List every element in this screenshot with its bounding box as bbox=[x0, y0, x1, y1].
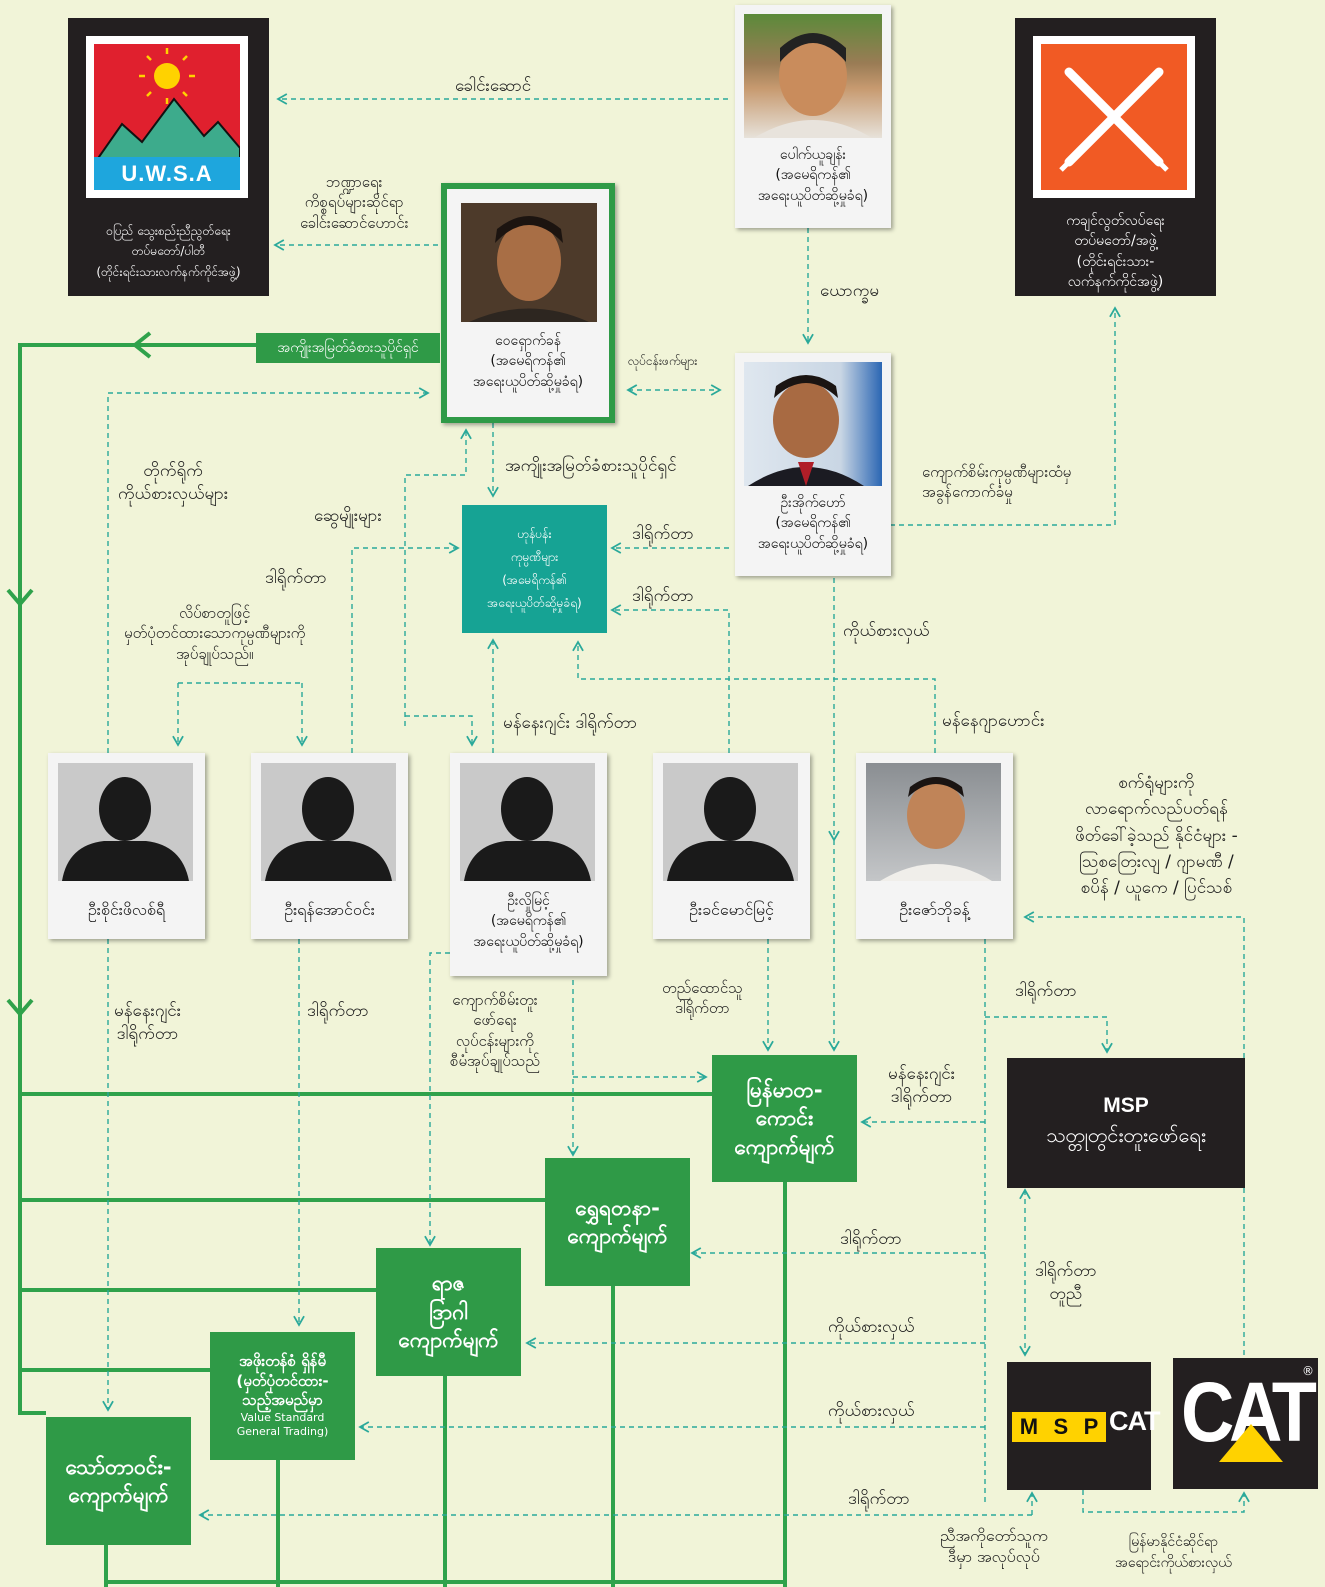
silhouette-icon bbox=[663, 763, 798, 881]
relation-label: ယောက္ခမ bbox=[820, 281, 880, 301]
sanction-note: အရေးယူပိတ်ဆို့မှုခံရ) bbox=[757, 535, 869, 552]
relation-label: ဒါရိုက်တာ bbox=[1015, 981, 1077, 1001]
company-ruby-dragon: ရာဇ ဒြာဂါ ကျောက်မျက် bbox=[376, 1248, 521, 1376]
relation-label: လိပ်စာတူဖြင့် မှတ်ပုံတင်ထားသောကုမ္ပဏီမျာ… bbox=[124, 604, 306, 663]
relation-label: ဒါရိုက်တာ bbox=[265, 568, 327, 588]
relation-label: ဒါရိုက်တာ တူညီ bbox=[1035, 1261, 1097, 1304]
person-name: ပေါက်ယူချန်း bbox=[779, 147, 847, 163]
kia-logo bbox=[1033, 36, 1195, 198]
relation-label: ကိုယ်စားလှယ် bbox=[828, 1317, 915, 1337]
kia-box: ကချင်လွတ်လပ်ရေး တပ်မတော်/အဖွဲ့ (တိုင်းရင… bbox=[1015, 18, 1216, 296]
relation-label: ဒါရိုက်တာ bbox=[632, 524, 694, 544]
uwsa-box: U.W.S.A ဝပြည် သွေးစည်းညီညွတ်ရေး တပ်မတော်… bbox=[68, 18, 269, 296]
uwsa-caption: ဝပြည် သွေးစည်းညီညွတ်ရေး တပ်မတော်/ပါတီ (တ… bbox=[96, 224, 241, 279]
person-name: ဦးစိုင်းဖိလစ်ရီ bbox=[87, 900, 166, 919]
relation-label: ဒါရိုက်တာ bbox=[848, 1489, 910, 1509]
sanction-note: အရေးယူပိတ်ဆို့မှုခံရ) bbox=[473, 933, 584, 950]
person-card-u-zaw-thu-hein: ဦးဇော်ဘိုခန့် bbox=[856, 753, 1013, 939]
crossed-swords-icon bbox=[1059, 67, 1169, 172]
sanction-note: (အမေရိကန်၏ bbox=[490, 353, 566, 370]
relation-label: ခေါင်းဆောင် bbox=[455, 76, 532, 96]
person-card-bao-you-xiang: ပေါက်ယူချန်း (အမေရိကန်၏ အရေးယူပိတ်ဆို့မှ… bbox=[735, 5, 891, 228]
relation-label: ကျောက်စိမ်းတူး ဖော်ရေး လုပ်ငန်းများကို စ… bbox=[450, 991, 540, 1070]
person-card-u-yan-aung-win: ဦးရန်အောင်ဝင်း bbox=[251, 753, 408, 939]
person-name: ဦးအိုက်ဟော် bbox=[780, 495, 846, 511]
msp-cat-logo: M S P CAT bbox=[1007, 1362, 1160, 1490]
relation-label: ကိုယ်စားလှယ် bbox=[843, 621, 930, 641]
sanction-note: (အမေရိကန်၏ bbox=[775, 515, 851, 532]
person-photo bbox=[461, 203, 597, 322]
relation-label: ဒါရိုက်တာ bbox=[840, 1229, 902, 1249]
uwsa-logo: U.W.S.A bbox=[86, 36, 248, 198]
cat-triangle-icon bbox=[1219, 1424, 1283, 1462]
person-photo bbox=[866, 763, 1001, 881]
person-card-wei-hsueh-kang: ဝေရှောက်ခန် (အမေရိကန်၏ အရေးယူပိတ်ဆို့မှု… bbox=[441, 183, 615, 423]
hong-pang-companies: ဟုန်ပန်း ကုမ္ပဏီများ (အမေရိကန်၏ အရေးယူပိ… bbox=[462, 505, 607, 633]
silhouette-icon bbox=[460, 763, 595, 881]
relation-label: လုပ်ငန်းဖက်များ bbox=[628, 354, 698, 368]
cat-logo: CAT ® bbox=[1173, 1358, 1318, 1489]
relation-label: ဒါရိုက်တာ bbox=[307, 1001, 369, 1021]
person-card-u-aik-haw: ဦးအိုက်ဟော် (အမေရိကန်၏ အရေးယူပိတ်ဆို့မှု… bbox=[735, 353, 891, 576]
relation-label: တည်ထောင်သူ ဒါရိုက်တာ bbox=[662, 979, 743, 1018]
person-card-u-kyaw-win-naing: ဦးစိုင်းဖိလစ်ရီ bbox=[48, 753, 205, 939]
sanction-note: (အမေရိကန်၏ bbox=[775, 167, 851, 184]
person-card-u-myint: ဦးလှိုမြင့် (အမေရိကန်၏ အရေးယူပိတ်ဆို့မှု… bbox=[450, 753, 607, 976]
relation-lines bbox=[102, 93, 1250, 1521]
person-card-u-khin-maung-myint: ဦးခင်မောင်မြင့် bbox=[653, 753, 810, 939]
msp-subtitle: သတ္တုတွင်းတူးဖော်ရေး bbox=[1046, 1123, 1206, 1147]
msp-title: MSP bbox=[1103, 1094, 1149, 1117]
person-name: ဦးရန်အောင်ဝင်း bbox=[284, 900, 375, 919]
relation-label: မန်နေဂျာဟောင်း bbox=[942, 711, 1045, 731]
relation-label: အကျိုးအမြတ်ခံစားသူပိုင်ရှင် bbox=[505, 456, 677, 476]
kia-caption: ကချင်လွတ်လပ်ရေး တပ်မတော်/အဖွဲ့ (တိုင်းရင… bbox=[1066, 213, 1165, 290]
relation-label: မန်နေးဂျင်း ဒါရိုက်တာ bbox=[888, 1064, 956, 1107]
relation-label: ကျောက်စိမ်းကုမ္ပဏီများထံမှ အခွန်ကောက်ခံမ… bbox=[922, 463, 1072, 502]
relation-label: ကိုယ်စားလှယ် bbox=[828, 1401, 915, 1421]
msp-mining-box: MSP သတ္တုတွင်းတူးဖော်ရေး bbox=[1007, 1058, 1245, 1188]
ownership-lines bbox=[6, 331, 787, 1587]
person-name: ဦးခင်မောင်မြင့် bbox=[689, 900, 774, 919]
person-photo bbox=[744, 14, 882, 138]
silhouette-icon bbox=[58, 763, 193, 881]
sanction-note: (အမေရိကန်၏ bbox=[490, 913, 567, 930]
person-name: ဦးလှိုမြင့် bbox=[507, 893, 550, 909]
relation-label: ညီအကိုတော်သူက ဒီမှာ အလုပ်လုပ် bbox=[940, 1526, 1048, 1566]
relation-label: ဘဏ္ဍာရေး ကိစ္စရပ်များဆိုင်ရာ ခေါင်းဆောင်… bbox=[300, 173, 409, 232]
company-myanmar-takaung: မြန်မာတ- ကောင်း ကျောက်မျက် bbox=[712, 1055, 857, 1182]
company-value-standard: အဖိုးတန်စံ ရှိန်မီ (မှတ်ပုံတင်ထား- သည့်အ… bbox=[210, 1332, 355, 1460]
person-name: ဦးဇော်ဘိုခန့် bbox=[899, 900, 970, 919]
sun-mountain-icon bbox=[94, 48, 240, 190]
silhouette-icon bbox=[261, 763, 396, 881]
relation-label: မန်နေးဂျင်း ဒါရိုက်တာ bbox=[503, 713, 638, 733]
relation-label: တိုက်ရိုက် ကိုယ်စားလှယ်များ bbox=[118, 461, 229, 504]
person-name: ဝေရှောက်ခန် bbox=[495, 333, 561, 349]
relation-label: မြန်မာနိုင်ငံဆိုင်ရာ အရောင်းကိုယ်စားလှယ် bbox=[1115, 1534, 1232, 1571]
relation-label: ဆွေမျိုးများ bbox=[314, 506, 382, 526]
relation-label: ဒါရိုက်တာ bbox=[632, 586, 694, 606]
sanction-note: အရေးယူပိတ်ဆို့မှုခံရ) bbox=[757, 187, 869, 204]
relation-label: စက်ရုံများကို လာရောက်လည်ပတ်ရန် ဖိတ်ခေါ်ခ… bbox=[1075, 773, 1238, 899]
relation-label: မန်နေးဂျင်း ဒါရိုက်တာ bbox=[114, 1001, 182, 1044]
sanction-note: အရေးယူပိတ်ဆို့မှုခံရ) bbox=[472, 373, 584, 390]
person-photo bbox=[744, 362, 882, 486]
company-thaw-tar-win: သော်တာဝင်း- ကျောက်မျက် bbox=[46, 1417, 191, 1545]
company-shwe-yadana: ရွှေရတနာ- ကျောက်မျက် bbox=[545, 1158, 690, 1286]
uwsa-logo-text: U.W.S.A bbox=[121, 161, 213, 186]
beneficial-owner-banner: အကျိုးအမြတ်ခံစားသူပိုင်ရှင် bbox=[256, 333, 440, 363]
